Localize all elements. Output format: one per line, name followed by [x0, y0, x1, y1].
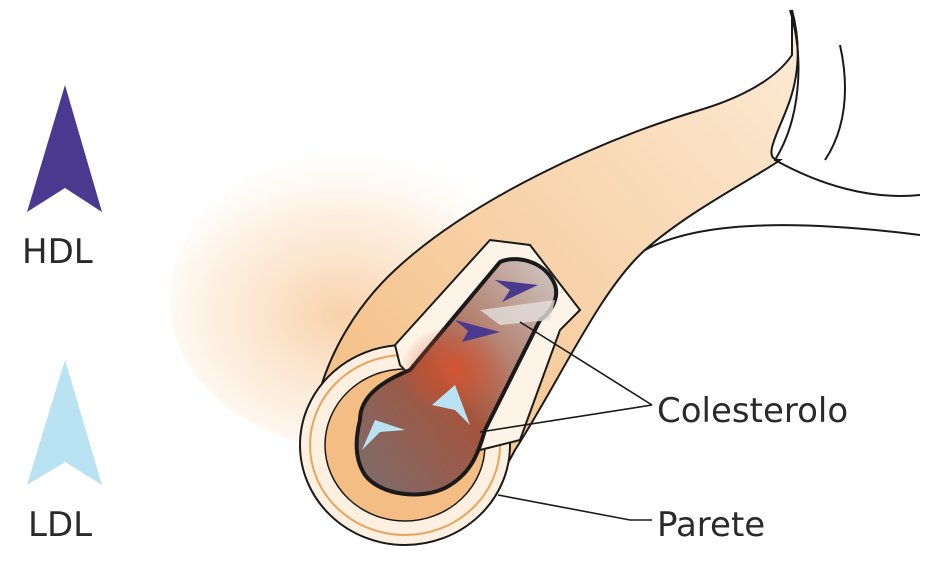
vessel-branch-outer [775, 10, 920, 196]
hdl-legend-arrow-icon [27, 85, 102, 212]
vessel-branch-inner [825, 45, 845, 160]
cholesterol-label: Colesterolo [657, 394, 848, 428]
leader-wall [498, 495, 652, 520]
ldl-label: LDL [28, 508, 92, 542]
wall-label: Parete [657, 508, 765, 542]
hdl-label: HDL [22, 235, 93, 269]
vessel-lower-edge [645, 225, 920, 250]
ldl-legend-arrow-icon [27, 360, 102, 485]
